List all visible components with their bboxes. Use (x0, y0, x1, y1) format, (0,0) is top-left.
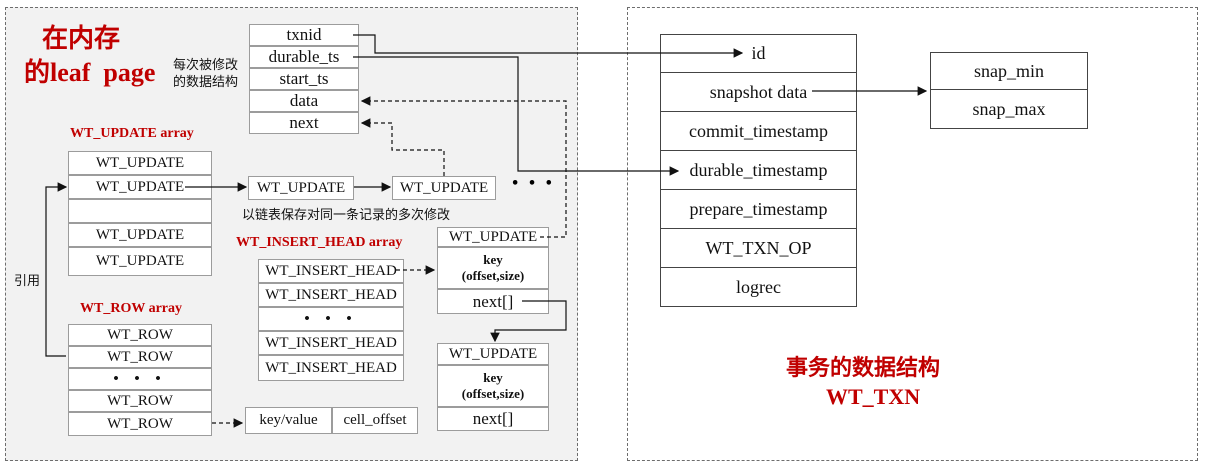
row-array-cell: WT_ROW (68, 412, 212, 436)
update-field-durable-ts: durable_ts (249, 46, 359, 68)
insert-head-ellipsis: • • • (258, 307, 404, 331)
update-chain-note: 以链表保存对同一条记录的多次修改 (242, 208, 451, 223)
modified-struct-note-line2: 的数据结构 (173, 75, 239, 90)
insert-node-next: next[] (437, 407, 549, 431)
insert-node-key-line2: (offset,size) (461, 268, 525, 283)
insert-node-key-line1: key (483, 252, 503, 267)
update-chain-node: WT_UPDATE (392, 176, 496, 200)
chain-ellipsis: • • • (511, 176, 555, 191)
insert-head-cell: WT_INSERT_HEAD (258, 259, 404, 283)
update-array-cell: WT_UPDATE (68, 247, 212, 276)
leaf-page-title-line2: 的leaf page (24, 58, 156, 87)
update-field-next: next (249, 112, 359, 134)
insert-node-update: WT_UPDATE (437, 227, 549, 247)
update-field-txnid: txnid (249, 24, 359, 46)
update-field-start-ts: start_ts (249, 68, 359, 90)
update-field-data: data (249, 90, 359, 112)
txn-title-line2: WT_TXN (826, 384, 921, 409)
arrow-next-to-node (490, 300, 567, 343)
row-array-cell: WT_ROW (68, 346, 212, 368)
insert-node-update: WT_UPDATE (437, 343, 549, 365)
row-array-label: WT_ROW array (80, 301, 183, 316)
row-array-ellipsis: • • • (68, 368, 212, 390)
insert-head-cell: WT_INSERT_HEAD (258, 355, 404, 381)
row-array-cell: WT_ROW (68, 390, 212, 412)
insert-node-next: next[] (437, 289, 549, 314)
cell-offset-cell: cell_offset (332, 407, 418, 434)
txn-field-snapshot-data: snapshot data (660, 73, 857, 112)
arrow-durable-to-timestamp (353, 56, 680, 176)
arrow-insert-update-to-data (360, 96, 567, 238)
txn-title-line1: 事务的数据结构 (786, 355, 941, 380)
txn-field-prepare-timestamp: prepare_timestamp (660, 190, 857, 229)
reference-label: 引用 (14, 274, 41, 289)
leaf-page-title-line1: 在内存 (42, 24, 121, 53)
insert-node-key: key (offset,size) (437, 365, 549, 407)
snap-field-min: snap_min (930, 52, 1088, 90)
update-array-cell: WT_UPDATE (68, 223, 212, 247)
insert-head-array-label: WT_INSERT_HEAD array (236, 235, 403, 250)
insert-node-key: key (offset,size) (437, 247, 549, 289)
key-value-cell: key/value (245, 407, 332, 434)
arrow-reference (45, 182, 68, 357)
txn-field-logrec: logrec (660, 268, 857, 307)
arrow-txnid-to-id (353, 34, 744, 58)
insert-head-cell: WT_INSERT_HEAD (258, 331, 404, 355)
txn-field-commit-timestamp: commit_timestamp (660, 112, 857, 151)
txn-field-txn-op: WT_TXN_OP (660, 229, 857, 268)
row-array-cell: WT_ROW (68, 324, 212, 346)
update-array-cell: WT_UPDATE (68, 151, 212, 175)
arrow-chain-to-data (360, 118, 445, 176)
snap-field-max: snap_max (930, 90, 1088, 129)
modified-struct-note-line1: 每次被修改 (173, 58, 239, 73)
insert-node-key-line2: (offset,size) (461, 386, 525, 401)
update-array-cell-empty (68, 199, 212, 223)
update-array-cell: WT_UPDATE (68, 175, 212, 199)
update-array-label: WT_UPDATE array (70, 126, 194, 141)
insert-head-cell: WT_INSERT_HEAD (258, 283, 404, 307)
insert-node-key-line1: key (483, 370, 503, 385)
txn-field-durable-timestamp: durable_timestamp (660, 151, 857, 190)
update-chain-node: WT_UPDATE (248, 176, 354, 200)
